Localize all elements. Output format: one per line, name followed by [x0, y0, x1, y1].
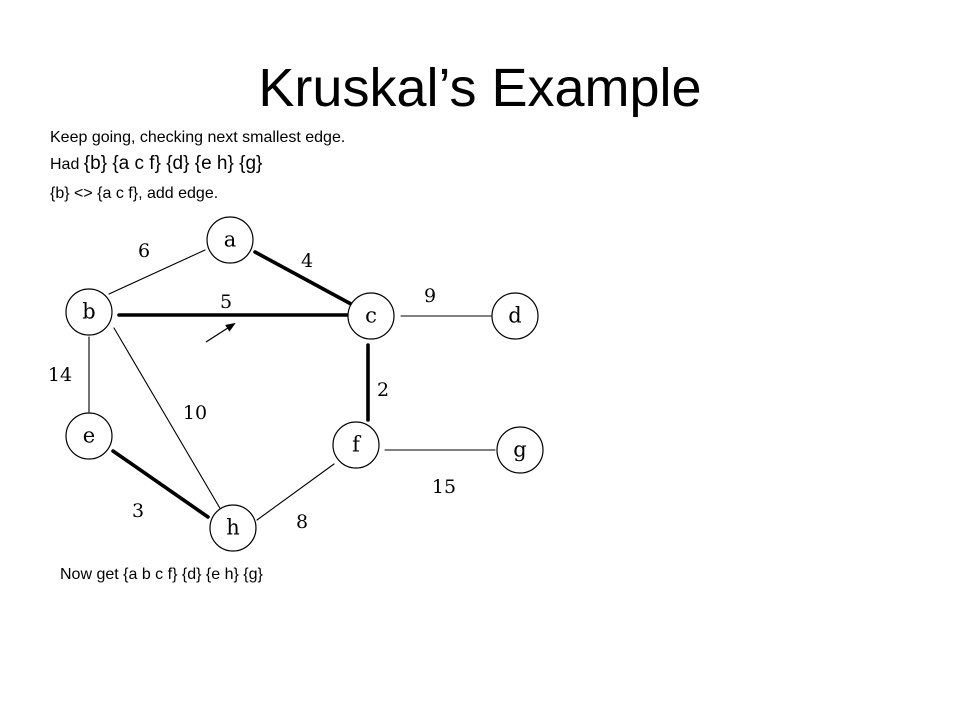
- vertex-circle-h: [209, 504, 257, 552]
- vertex-h: h: [209, 504, 257, 552]
- vertex-d: d: [491, 292, 539, 340]
- vertex-circle-f: [332, 421, 380, 469]
- previous-sets: {b} {a c f} {d} {e h} {g}: [83, 153, 263, 174]
- result-sets: Now get {a b c f} {d} {e h} {g}: [60, 566, 263, 583]
- edge-weight-f-g: 15: [432, 476, 456, 498]
- vertex-circle-a: [206, 216, 254, 264]
- vertex-label-b: b: [82, 300, 95, 324]
- explanation-line-1: Keep going, checking next smallest edge.: [50, 129, 346, 146]
- vertex-circle-b: [65, 288, 113, 336]
- edge-weight-b-e: 14: [48, 364, 72, 386]
- vertex-label-f: f: [352, 433, 362, 457]
- vertex-circle-e: [65, 412, 113, 460]
- current-edge-arrow: [205, 322, 236, 343]
- edge-weights-layer: 6 4 5 9 14 10 2 15 3 8: [48, 240, 456, 533]
- edge-weight-b-c: 5: [220, 291, 232, 313]
- vertex-label-a: a: [224, 228, 237, 252]
- edge-a-c: [253, 250, 353, 306]
- explanation-line-2: Had {b} {a c f} {d} {e h} {g}: [50, 152, 262, 177]
- edge-f-h: [256, 463, 335, 521]
- edge-weight-a-c: 4: [301, 250, 313, 272]
- vertex-b: b: [65, 288, 113, 336]
- vertex-g: g: [496, 426, 544, 474]
- vertex-label-g: g: [513, 438, 526, 462]
- edge-weight-b-h: 10: [183, 402, 207, 424]
- slide-title: Kruskal’s Example: [258, 58, 702, 118]
- vertex-circle-g: [496, 426, 544, 474]
- edge-e-h: [111, 449, 210, 519]
- explanation-line-3: {b} <> {a c f}, add edge.: [50, 185, 219, 202]
- edge-weight-e-h: 3: [132, 500, 144, 522]
- vertex-label-c: c: [365, 304, 377, 328]
- edge-weight-a-b: 6: [138, 240, 150, 262]
- vertex-label-e: e: [83, 424, 95, 448]
- vertex-label-h: h: [226, 516, 240, 540]
- vertex-circle-c: [347, 292, 395, 340]
- vertex-c: c: [347, 292, 395, 340]
- vertices-layer: a b c d e f g h: [65, 216, 544, 552]
- vertex-circle-d: [491, 292, 539, 340]
- edge-weight-c-d: 9: [424, 285, 436, 307]
- edge-b-h: [113, 327, 222, 511]
- vertex-f: f: [332, 421, 380, 469]
- edge-weight-f-h: 8: [296, 511, 308, 533]
- had-prefix: Had: [50, 156, 84, 173]
- edge-weight-c-f: 2: [377, 379, 389, 401]
- vertex-label-d: d: [508, 304, 521, 328]
- vertex-a: a: [206, 216, 254, 264]
- vertex-e: e: [65, 412, 113, 460]
- edge-a-b: [108, 249, 206, 295]
- edges-layer: [88, 249, 496, 521]
